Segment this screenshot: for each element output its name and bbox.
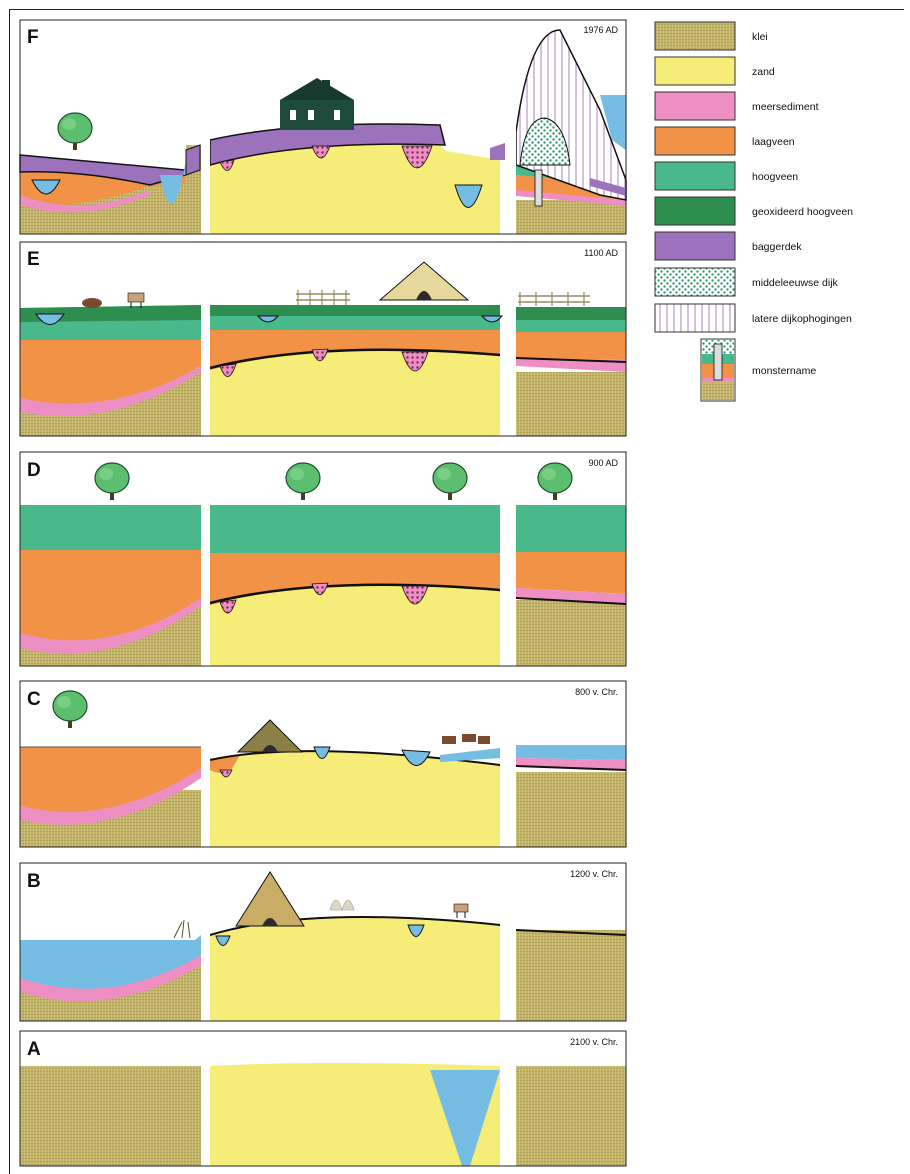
panel-a-left-section — [20, 1066, 201, 1166]
legend-label: zand — [752, 66, 775, 78]
panel-c-middle-section — [209, 719, 501, 847]
legend-item-baggerdek: baggerdek — [654, 231, 802, 261]
legend-label: baggerdek — [752, 241, 802, 253]
figure-frame — [9, 9, 904, 1174]
legend-swatch — [654, 21, 736, 51]
panel-f-middle-section — [209, 78, 505, 234]
panel-letter: A — [27, 1039, 41, 1060]
panel-a-middle-section — [210, 1063, 500, 1166]
panel-e: E 1100 AD — [19, 241, 627, 437]
legend-item-middeleeuwse-dijk: middeleeuwse dijk — [654, 267, 839, 297]
panel-b-right-section — [515, 929, 627, 1021]
legend-item-klei: klei — [654, 21, 768, 51]
panel-c: C 800 v. Chr. — [19, 680, 627, 848]
cow-icon — [453, 903, 469, 918]
panel-b-left-section — [20, 919, 201, 1021]
legend-label: monstername — [752, 365, 816, 377]
legend-label: meersediment — [752, 101, 819, 113]
panel-letter: F — [27, 27, 39, 48]
legend-item-laagveen: laagveen — [654, 126, 795, 156]
fence-icon — [296, 290, 350, 305]
legend-item-zand: zand — [654, 56, 775, 86]
hut-icon — [235, 871, 305, 927]
legend-item-geoxideerd-hoogveen: geoxideerd hoogveen — [654, 196, 853, 226]
panel-letter: D — [27, 460, 41, 481]
panel-d-right-section — [515, 462, 627, 666]
panel-letter: C — [27, 689, 41, 710]
legend-label: geoxideerd hoogveen — [752, 206, 853, 218]
panel-date: 800 v. Chr. — [575, 687, 618, 697]
panel-d: D 900 AD — [19, 451, 627, 667]
sample-core-icon — [700, 338, 736, 402]
legend-item-meersediment: meersediment — [654, 91, 819, 121]
fence-icon — [518, 292, 590, 306]
legend-item-hoogveen: hoogveen — [654, 161, 798, 191]
legend-label: middeleeuwse dijk — [752, 277, 839, 289]
panel-f: F 1976 AD — [19, 19, 627, 235]
panel-date: 2100 v. Chr. — [570, 1037, 618, 1047]
panel-e-left-section — [20, 292, 201, 436]
legend-label: laagveen — [752, 136, 795, 148]
cattle-icon — [442, 734, 490, 744]
panel-e-right-section — [515, 292, 627, 436]
legend-swatch — [654, 196, 736, 226]
legend-swatch — [654, 267, 736, 297]
legend: klei zand meersediment laagveen hoogveen… — [654, 21, 853, 402]
house-icon — [280, 78, 354, 130]
panel-date: 900 AD — [588, 458, 618, 468]
panel-a-right-section — [516, 1066, 626, 1166]
panel-letter: B — [27, 871, 41, 892]
legend-label: hoogveen — [752, 171, 798, 183]
panel-letter: E — [27, 249, 40, 270]
hut-icon — [236, 719, 304, 753]
panel-date: 1200 v. Chr. — [570, 869, 618, 879]
panel-d-middle-section — [209, 462, 501, 666]
legend-swatch — [654, 91, 736, 121]
legend-item-monstername: monstername — [700, 338, 816, 402]
legend-swatch — [654, 303, 736, 333]
legend-item-latere-dijkophogingen: latere dijkophogingen — [654, 303, 852, 333]
legend-swatch — [654, 126, 736, 156]
legend-swatch — [654, 56, 736, 86]
panel-date: 1100 AD — [584, 248, 618, 258]
legend-swatch — [654, 231, 736, 261]
panel-e-middle-section — [209, 261, 504, 436]
legend-swatch — [654, 161, 736, 191]
panel-c-right-section — [515, 745, 627, 847]
legend-label: klei — [752, 31, 768, 43]
panel-date: 1976 AD — [583, 25, 618, 35]
panel-b: B 1200 v. Chr. — [19, 862, 627, 1022]
panel-f-right-section — [515, 29, 627, 234]
panel-f-left-section — [19, 112, 201, 234]
panel-c-left-section — [20, 690, 201, 847]
farmhouse-icon — [378, 261, 470, 301]
panel-d-left-section — [20, 462, 201, 666]
cow-icon — [127, 292, 145, 308]
panel-a: A 2100 v. Chr. — [19, 1030, 627, 1167]
legend-label: latere dijkophogingen — [752, 313, 852, 325]
panel-b-middle-section — [209, 871, 501, 1021]
